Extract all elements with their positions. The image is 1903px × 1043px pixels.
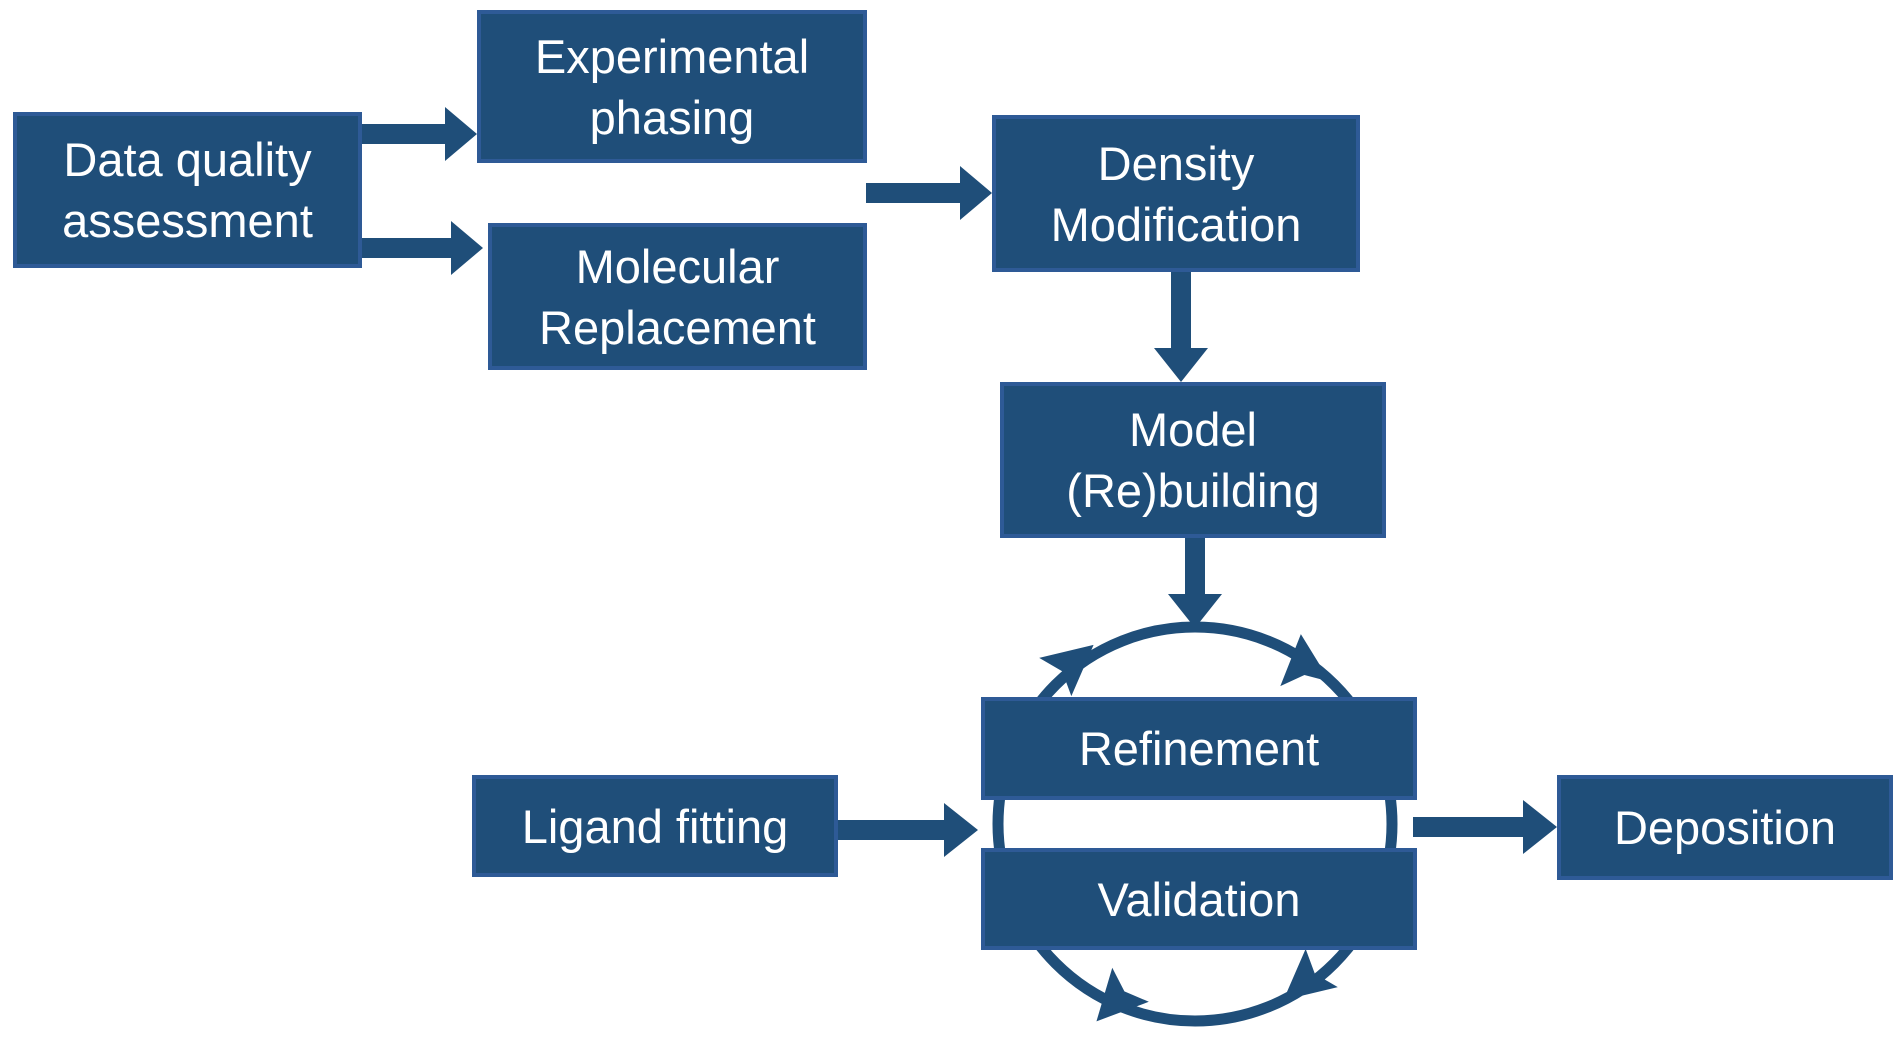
node-data-quality-assessment: Data quality assessment [13,112,362,268]
cycle-arrowhead-top-right [1280,634,1331,687]
node-label-line: Modification [1050,197,1302,251]
node-validation: Validation [981,848,1417,950]
node-ligand-fitting: Ligand fitting [472,775,838,877]
cycle-arrowhead-bottom-right [1283,948,1338,1001]
arrow-density-modification-to-model-rebuilding [1154,272,1208,382]
arrow-ligand-fitting-to-cycle [838,803,978,857]
node-label-line: Molecular [575,239,780,293]
arrow-cycle-to-deposition [1413,800,1557,854]
cycle-arrowhead-bottom-left [1096,967,1149,1022]
node-label-line: Data quality [63,133,312,186]
node-label-line: Model [1128,403,1257,456]
node-label-line: (Re)building [1066,464,1320,517]
arrow-data-quality-to-experimental-phasing [362,107,477,161]
node-label-line: Replacement [539,300,816,354]
arrow-phasing-to-density-modification [866,166,992,220]
node-label-line: Density [1097,136,1255,190]
node-label-line: Experimental [534,29,810,83]
arrow-data-quality-to-molecular-replacement [362,221,483,275]
node-molecular-replacement: Molecular Replacement [488,223,867,370]
cycle-ring [992,621,1398,1027]
node-label: Validation [1097,872,1301,926]
node-deposition: Deposition [1557,775,1893,880]
node-model-rebuilding: Model (Re)building [1000,382,1386,538]
node-label: Ligand fitting [521,799,789,853]
node-label: Deposition [1613,801,1837,854]
node-experimental-phasing: Experimental phasing [477,10,867,163]
node-label: Refinement [1078,722,1320,775]
node-label-line: phasing [589,90,755,144]
node-refinement: Refinement [981,697,1417,800]
node-density-modification: Density Modification [992,115,1360,272]
cycle-arrowhead-top-left [1039,644,1094,697]
arrow-model-rebuilding-to-cycle [1168,538,1222,628]
node-label-line: assessment [62,194,313,247]
